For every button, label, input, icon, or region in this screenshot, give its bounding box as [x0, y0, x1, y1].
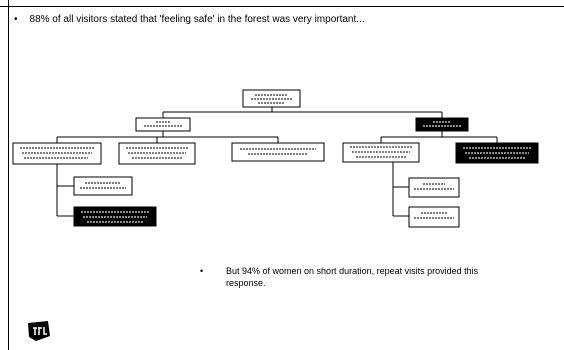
node-l2-a — [12, 142, 102, 165]
node-right-branch — [415, 117, 469, 132]
node-l3-d — [408, 206, 460, 228]
node-l2-e — [455, 142, 539, 164]
bullet-marker: • — [200, 266, 204, 276]
bottom-bullet: • But 94% of women on short duration, re… — [200, 265, 500, 289]
node-left-branch — [135, 117, 191, 132]
left-rule — [8, 0, 9, 350]
node-l3-b — [73, 206, 157, 227]
node-l2-b — [118, 142, 196, 165]
bottom-bullet-text: But 94% of women on short duration, repe… — [226, 266, 479, 288]
bullet-marker: • — [14, 14, 18, 25]
root-node — [242, 89, 301, 108]
connector-lines — [56, 107, 498, 217]
node-l3-c — [408, 177, 460, 198]
top-bullet-text: 88% of all visitors stated that 'feeling… — [29, 14, 365, 25]
top-bullet: • 88% of all visitors stated that 'feelin… — [14, 14, 365, 25]
node-l2-c — [231, 142, 325, 162]
top-rule — [0, 6, 564, 7]
node-l2-d — [342, 142, 420, 163]
logo-icon — [28, 321, 50, 341]
node-l3-a — [73, 176, 133, 196]
